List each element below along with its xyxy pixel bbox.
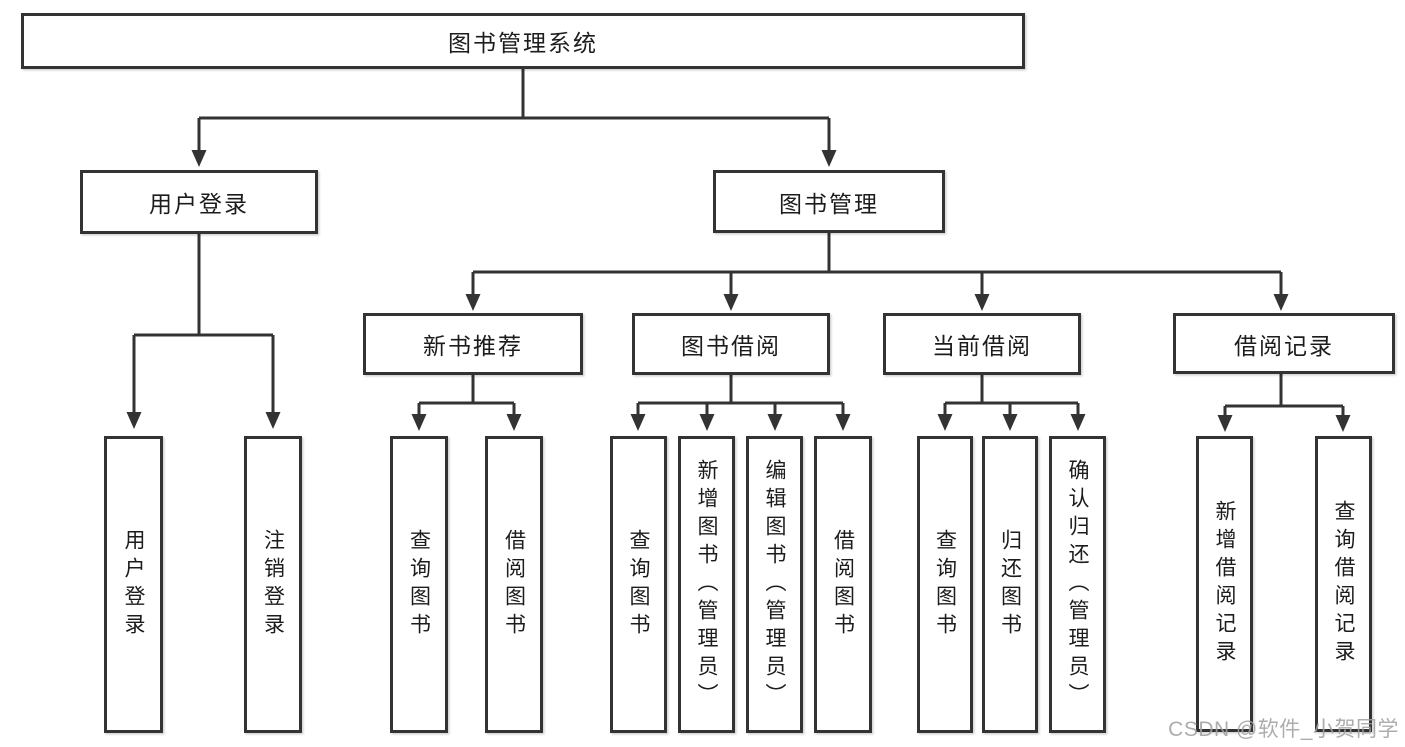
leaf-user-login: 用户登录 (104, 436, 163, 733)
leaf-query-books-1-label: 查询图书 (407, 528, 431, 641)
leaf-borrow-books-2: 借阅图书 (814, 436, 872, 733)
leaf-logout-label: 注销登录 (261, 528, 285, 641)
node-borrowing-records: 借阅记录 (1173, 313, 1395, 374)
leaf-return-books: 归还图书 (982, 436, 1038, 733)
leaf-add-books-admin-label: 新增图书（管理员） (695, 458, 719, 711)
leaf-query-books-3-label: 查询图书 (933, 528, 957, 641)
node-current-borrowing-label: 当前借阅 (932, 333, 1032, 359)
node-current-borrowing: 当前借阅 (883, 313, 1081, 375)
node-user-login-label: 用户登录 (149, 191, 249, 217)
leaf-add-borrow-record: 新增借阅记录 (1196, 436, 1253, 732)
leaf-query-books-1: 查询图书 (390, 436, 448, 733)
leaf-add-books-admin: 新增图书（管理员） (678, 436, 735, 733)
leaf-borrow-books-2-label: 借阅图书 (831, 528, 855, 641)
leaf-edit-books-admin-label: 编辑图书（管理员） (763, 458, 787, 711)
connector-path (132, 69, 1345, 416)
leaf-add-borrow-record-label: 新增借阅记录 (1213, 500, 1237, 668)
node-book-borrowing: 图书借阅 (632, 313, 830, 375)
leaf-confirm-return-admin-label: 确认归还（管理员） (1066, 458, 1090, 711)
leaf-logout: 注销登录 (244, 436, 302, 733)
leaf-borrow-books-1: 借阅图书 (485, 436, 543, 733)
leaf-user-login-label: 用户登录 (122, 528, 146, 641)
leaf-borrow-books-1-label: 借阅图书 (502, 528, 526, 641)
node-book-management-label: 图书管理 (779, 190, 879, 217)
node-borrowing-records-label: 借阅记录 (1234, 332, 1334, 359)
node-new-book-recommend-label: 新书推荐 (423, 333, 523, 359)
leaf-query-books-2: 查询图书 (610, 436, 667, 733)
leaf-query-borrow-record: 查询借阅记录 (1315, 436, 1372, 732)
node-book-management: 图书管理 (713, 170, 945, 233)
leaf-query-books-2-label: 查询图书 (627, 528, 651, 641)
node-book-borrowing-label: 图书借阅 (681, 333, 781, 359)
node-root-system-label: 图书管理系统 (448, 30, 598, 56)
node-user-login: 用户登录 (80, 170, 318, 234)
leaf-query-borrow-record-label: 查询借阅记录 (1332, 500, 1356, 668)
node-new-book-recommend: 新书推荐 (363, 313, 583, 375)
csdn-watermark: CSDN @软件_小贺同学 (1168, 718, 1399, 741)
leaf-query-books-3: 查询图书 (917, 436, 973, 733)
leaf-edit-books-admin: 编辑图书（管理员） (746, 436, 803, 733)
leaf-return-books-label: 归还图书 (998, 528, 1022, 641)
node-root-system: 图书管理系统 (21, 13, 1025, 69)
leaf-confirm-return-admin: 确认归还（管理员） (1049, 436, 1106, 733)
